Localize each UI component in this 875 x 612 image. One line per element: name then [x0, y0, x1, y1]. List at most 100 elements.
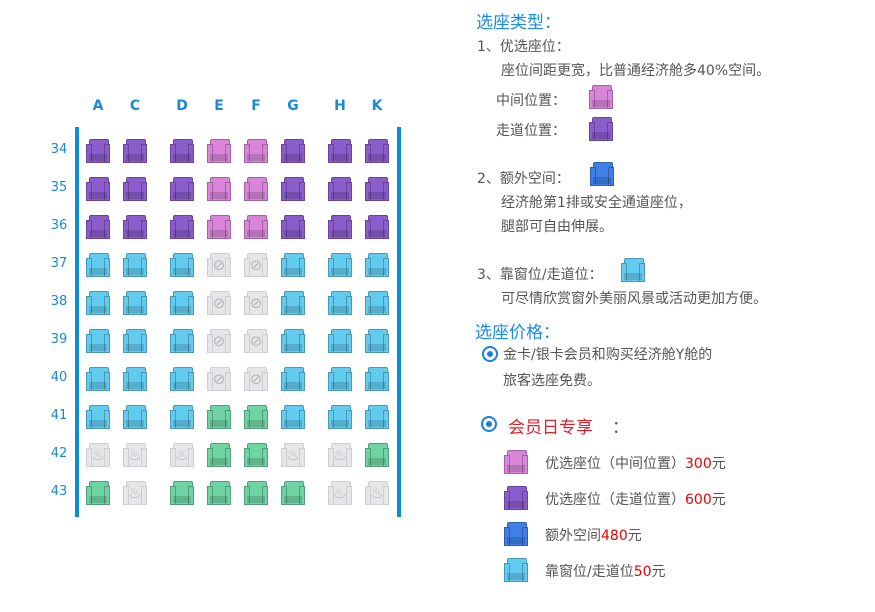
seat-41E[interactable]: [207, 405, 231, 429]
seat-34H[interactable]: [328, 139, 352, 163]
seat-35D[interactable]: [170, 177, 194, 201]
seat-36C[interactable]: [123, 215, 147, 239]
seat-41G[interactable]: [281, 405, 305, 429]
seat-41F[interactable]: [244, 405, 268, 429]
price-item: 额外空间480元: [545, 525, 642, 545]
seat-43A[interactable]: [86, 481, 110, 505]
seat-35K[interactable]: [365, 177, 389, 201]
seat-40H[interactable]: [328, 367, 352, 391]
column-label: A: [92, 98, 104, 114]
price-seat-icon: [504, 522, 528, 546]
cabin-wall-right: [397, 127, 401, 517]
seat-35G[interactable]: [281, 177, 305, 201]
seat-34K[interactable]: [365, 139, 389, 163]
seat-41K[interactable]: [365, 405, 389, 429]
occupied-icon: ♨: [128, 446, 142, 464]
seat-40C[interactable]: [123, 367, 147, 391]
seat-38G[interactable]: [281, 291, 305, 315]
seat-43E[interactable]: [207, 481, 231, 505]
price-label: 优选座位（中间位置）: [545, 456, 685, 472]
seat-39G[interactable]: [281, 329, 305, 353]
price-value: 300: [685, 456, 712, 472]
seat-35E[interactable]: [207, 177, 231, 201]
seat-36D[interactable]: [170, 215, 194, 239]
seat-43D[interactable]: [170, 481, 194, 505]
seat-38K[interactable]: [365, 291, 389, 315]
seat-37H[interactable]: [328, 253, 352, 277]
free-note-2: 旅客选座免费。: [503, 373, 601, 389]
seat-42D: ♨: [170, 443, 194, 467]
column-label: C: [129, 98, 141, 114]
type3-title: 3、靠窗位/走道位：: [477, 267, 603, 283]
extra-space-seat-icon: [590, 162, 614, 186]
seat-37D[interactable]: [170, 253, 194, 277]
row-label: 40: [50, 370, 68, 385]
type2-desc2: 腿部可自由伸展。: [501, 219, 613, 235]
seat-37G[interactable]: [281, 253, 305, 277]
seat-39D[interactable]: [170, 329, 194, 353]
seat-41C[interactable]: [123, 405, 147, 429]
seat-42F[interactable]: [244, 443, 268, 467]
seat-36K[interactable]: [365, 215, 389, 239]
column-label: D: [176, 98, 188, 114]
row-label: 41: [50, 408, 68, 423]
type2-title: 2、额外空间：: [477, 171, 570, 187]
seat-40G[interactable]: [281, 367, 305, 391]
seat-34C[interactable]: [123, 139, 147, 163]
seat-41H[interactable]: [328, 405, 352, 429]
seat-43F[interactable]: [244, 481, 268, 505]
seat-37A[interactable]: [86, 253, 110, 277]
price-label: 优选座位（走道位置）: [545, 492, 685, 508]
seat-42K[interactable]: [365, 443, 389, 467]
seat-36A[interactable]: [86, 215, 110, 239]
seat-39C[interactable]: [123, 329, 147, 353]
seat-35A[interactable]: [86, 177, 110, 201]
seat-43G[interactable]: [281, 481, 305, 505]
seat-41D[interactable]: [170, 405, 194, 429]
seat-34A[interactable]: [86, 139, 110, 163]
row-label: 38: [50, 294, 68, 309]
seat-37C[interactable]: [123, 253, 147, 277]
seat-36G[interactable]: [281, 215, 305, 239]
seat-38D[interactable]: [170, 291, 194, 315]
seat-36E[interactable]: [207, 215, 231, 239]
seat-41A[interactable]: [86, 405, 110, 429]
seat-38H[interactable]: [328, 291, 352, 315]
radio-selected-icon[interactable]: [481, 416, 497, 432]
seat-40K[interactable]: [365, 367, 389, 391]
seat-42A: ♨: [86, 443, 110, 467]
seat-39H[interactable]: [328, 329, 352, 353]
seat-34D[interactable]: [170, 139, 194, 163]
price-unit: 元: [711, 492, 726, 508]
member-day-colon: ：: [612, 418, 629, 438]
seat-36F[interactable]: [244, 215, 268, 239]
type1-title: 1、优选座位：: [477, 39, 570, 55]
seat-40A[interactable]: [86, 367, 110, 391]
seat-36H[interactable]: [328, 215, 352, 239]
seat-42E[interactable]: [207, 443, 231, 467]
price-unit: 元: [651, 564, 666, 580]
seat-38C[interactable]: [123, 291, 147, 315]
seat-38A[interactable]: [86, 291, 110, 315]
seat-34F[interactable]: [244, 139, 268, 163]
seat-43K: ♨: [365, 481, 389, 505]
blocked-icon: ⊘: [212, 370, 226, 388]
seat-35F[interactable]: [244, 177, 268, 201]
occupied-icon: ♨: [333, 484, 347, 502]
blocked-icon: ⊘: [249, 370, 263, 388]
seat-37K[interactable]: [365, 253, 389, 277]
seat-35C[interactable]: [123, 177, 147, 201]
seat-34E[interactable]: [207, 139, 231, 163]
blocked-icon: ⊘: [249, 256, 263, 274]
blocked-icon: ⊘: [249, 294, 263, 312]
row-label: 39: [50, 332, 68, 347]
seat-39E: ⊘: [207, 329, 231, 353]
price-unit: 元: [711, 456, 726, 472]
seat-39K[interactable]: [365, 329, 389, 353]
seat-39A[interactable]: [86, 329, 110, 353]
radio-selected-icon[interactable]: [482, 346, 498, 362]
seat-40D[interactable]: [170, 367, 194, 391]
seat-34G[interactable]: [281, 139, 305, 163]
seat-35H[interactable]: [328, 177, 352, 201]
middle-label: 中间位置：: [496, 93, 566, 109]
